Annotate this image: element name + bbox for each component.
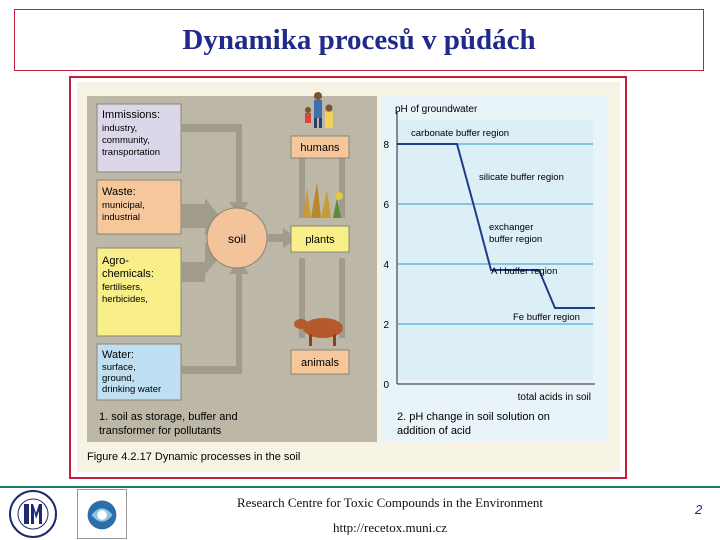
y-tick: 4 (383, 260, 389, 271)
input-agrochemicals: Agro- chemicals: fertilisers, herbicides… (96, 247, 182, 337)
target-arrows (299, 158, 345, 338)
ph-chart: pH of groundwater 8 6 4 2 0 carbonate bu… (383, 104, 595, 403)
humans-node: humans (290, 135, 350, 159)
input-waste: Waste: municipal, industrial (96, 179, 182, 235)
plants-node: plants (290, 225, 350, 253)
input-immissions: Immissions: industry, community, transpo… (96, 103, 182, 173)
university-seal-logo (9, 490, 57, 538)
cow-illustration (294, 318, 343, 346)
soil-node: soil (206, 207, 268, 269)
recetox-logo (77, 489, 127, 539)
figure-caption: Figure 4.2.17 Dynamic processes in the s… (87, 451, 300, 463)
animals-node: animals (290, 349, 350, 375)
right-caption-line2: addition of acid (397, 425, 471, 437)
svg-text:drinking water: drinking water (102, 384, 161, 395)
region-label: exchanger (489, 222, 533, 233)
soil-to-plants-arrow (267, 228, 297, 248)
soil-processes-figure: Immissions: industry, community, transpo… (77, 82, 620, 472)
svg-text:industrial: industrial (102, 212, 140, 223)
input-heading: Immissions: (102, 109, 160, 121)
page-number: 2 (695, 502, 703, 517)
svg-text:municipal,: municipal, (102, 200, 145, 211)
region-label: Fe buffer region (513, 312, 580, 323)
right-caption-line1: 2. pH change in soil solution on (397, 411, 550, 423)
left-caption-line2: transformer for pollutants (99, 425, 222, 437)
footer-org: Research Centre for Toxic Compounds in t… (236, 495, 544, 510)
y-axis-title: pH of groundwater (395, 104, 478, 115)
svg-text:animals: animals (301, 357, 339, 369)
svg-text:surface,: surface, (102, 362, 136, 373)
svg-text:transportation: transportation (102, 147, 160, 158)
humans-illustration (305, 92, 333, 128)
y-tick: 6 (383, 200, 389, 211)
region-label: buffer region (489, 234, 542, 245)
x-axis-title: total acids in soil (518, 392, 591, 403)
title-box: Dynamika procesů v půdách (14, 9, 704, 71)
svg-text:plants: plants (305, 234, 335, 246)
svg-text:community,: community, (102, 135, 150, 146)
svg-text:herbicides,: herbicides, (102, 294, 148, 305)
slide-title: Dynamika procesů v půdách (182, 23, 536, 56)
svg-text:industry,: industry, (102, 123, 137, 134)
region-label: silicate buffer region (479, 172, 564, 183)
svg-text:soil: soil (228, 232, 246, 246)
svg-text:humans: humans (300, 142, 340, 154)
footer-divider (0, 486, 720, 488)
region-label: carbonate buffer region (411, 128, 509, 139)
y-tick: 2 (383, 320, 389, 331)
region-label: A l buffer region (491, 266, 557, 277)
left-caption-line1: 1. soil as storage, buffer and (99, 411, 238, 423)
svg-text:fertilisers,: fertilisers, (102, 282, 143, 293)
figure-frame: Immissions: industry, community, transpo… (69, 76, 627, 479)
input-water: Water: surface, ground, drinking water (96, 343, 182, 401)
y-tick: 0 (383, 380, 389, 391)
svg-text:ground,: ground, (102, 373, 134, 384)
y-tick: 8 (383, 140, 389, 151)
footer-url[interactable]: http://recetox.muni.cz (332, 520, 448, 535)
svg-text:Agro-: Agro- (102, 255, 129, 267)
svg-text:Water:: Water: (102, 349, 134, 361)
svg-text:chemicals:: chemicals: (102, 268, 154, 280)
ph-curve (397, 143, 595, 309)
svg-text:Waste:: Waste: (102, 186, 136, 198)
plants-illustration (303, 182, 343, 218)
